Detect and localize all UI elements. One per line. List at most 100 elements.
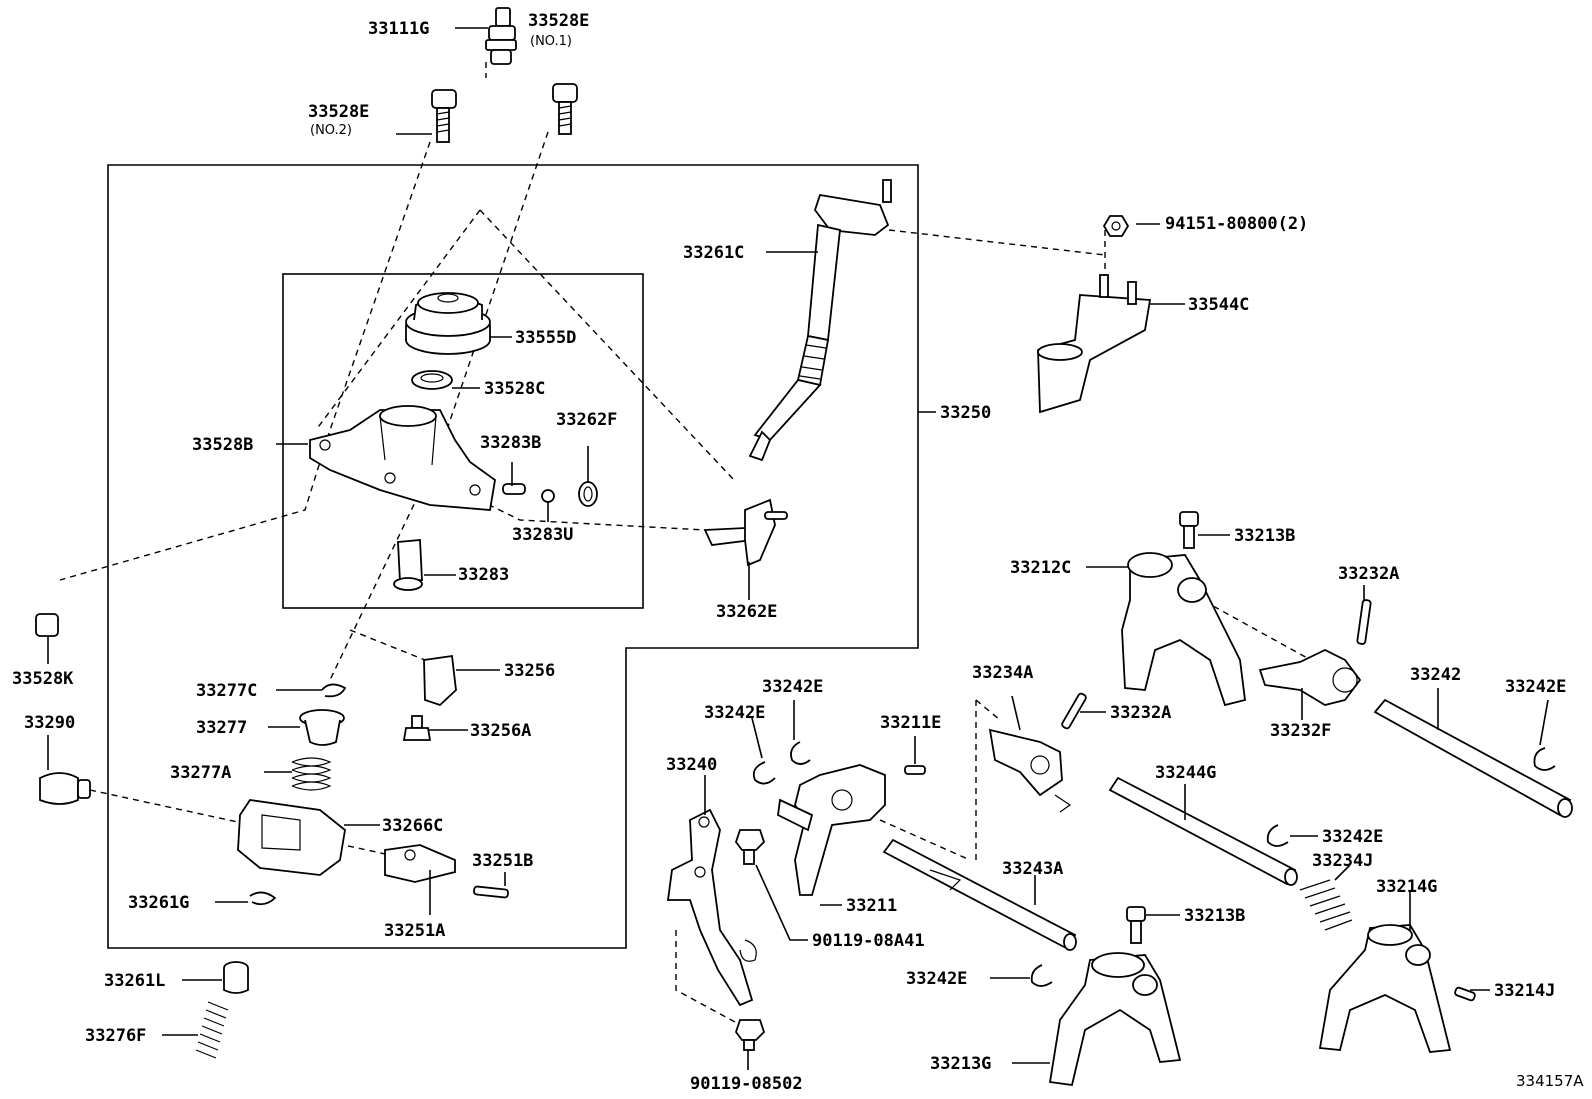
part-33211E: [904, 765, 926, 775]
label-33242E-c: 33242E: [1505, 677, 1566, 697]
label-33251A: 33251A: [384, 921, 445, 941]
part-33277C: [321, 683, 347, 698]
part-90119-08502: [734, 1019, 766, 1051]
label-33283U: 33283U: [512, 525, 573, 545]
part-33213B-bot: [1126, 906, 1146, 944]
label-90119-08502: 90119-08502: [690, 1074, 803, 1094]
label-33528E-no2: 33528E: [308, 102, 369, 122]
part-33214G: [1318, 924, 1452, 1053]
group-box-33250: [107, 164, 919, 949]
label-33232A-mid: 33232A: [1110, 703, 1171, 723]
label-33277C: 33277C: [196, 681, 257, 701]
part-33528E-no1: [552, 83, 578, 135]
part-33240: [666, 808, 757, 1007]
label-94151-80800: 94151-80800(2): [1165, 214, 1308, 234]
label-33234A: 33234A: [972, 663, 1033, 683]
label-33240: 33240: [666, 755, 717, 775]
label-33277: 33277: [196, 718, 247, 738]
part-33276F: [195, 1001, 229, 1059]
part-33256A: [402, 715, 432, 741]
label-33242: 33242: [1410, 665, 1461, 685]
label-33214G: 33214G: [1376, 877, 1437, 897]
label-33555D: 33555D: [515, 328, 576, 348]
part-33242E-e: [1030, 964, 1053, 987]
part-33283: [393, 539, 423, 591]
part-33528B: [309, 405, 496, 511]
part-33528E-no2: [431, 89, 457, 143]
label-33256: 33256: [504, 661, 555, 681]
part-33251B: [473, 885, 509, 899]
label-33528B: 33528B: [192, 435, 253, 455]
part-33232A-mid: [1061, 692, 1087, 730]
part-33242: [1373, 698, 1573, 818]
part-labels: 33111G 33528E (NO.1) 33528E (NO.2) 33261…: [12, 11, 1584, 1094]
part-33242E-d: [1266, 824, 1289, 847]
label-33242E-a: 33242E: [762, 677, 823, 697]
part-33211: [777, 764, 886, 896]
part-33244G: [1108, 776, 1298, 886]
label-33261G: 33261G: [128, 893, 189, 913]
label-33211: 33211: [846, 896, 897, 916]
part-33256: [423, 654, 457, 707]
label-33544C: 33544C: [1188, 295, 1249, 315]
label-33242E-e: 33242E: [906, 969, 967, 989]
label-33262E: 33262E: [716, 602, 777, 622]
part-33214J: [1454, 986, 1476, 1002]
label-33528E-no1: 33528E: [528, 11, 589, 31]
part-33242E-a: [752, 761, 776, 785]
label-33243A: 33243A: [1002, 859, 1063, 879]
part-33544C: [1037, 274, 1152, 414]
label-33528E-no2-sub: (NO.2): [310, 123, 352, 138]
part-33242E-c: [1533, 747, 1556, 771]
label-33213B-bot: 33213B: [1184, 906, 1245, 926]
part-33283U: [541, 489, 555, 503]
part-33212C: [1121, 552, 1246, 707]
part-33261C: [748, 179, 892, 462]
part-33555D: [405, 292, 491, 355]
label-33213B-top: 33213B: [1234, 526, 1295, 546]
label-33232F: 33232F: [1270, 721, 1331, 741]
label-33242E-d: 33242E: [1322, 827, 1383, 847]
label-33213G: 33213G: [930, 1054, 991, 1074]
part-33528C: [411, 370, 453, 390]
part-33277: [299, 709, 345, 746]
part-33290: [39, 772, 91, 805]
part-33262E: [703, 498, 788, 567]
part-33232A-top: [1356, 599, 1372, 645]
part-33528K: [35, 613, 59, 637]
label-33244G: 33244G: [1155, 763, 1216, 783]
label-33262F: 33262F: [556, 410, 617, 430]
label-33283: 33283: [458, 565, 509, 585]
label-33234J: 33234J: [1312, 851, 1373, 871]
part-33283B: [502, 483, 526, 495]
label-33242E-b: 33242E: [704, 703, 765, 723]
part-33251A: [384, 844, 456, 883]
leader-lines: [47, 27, 1549, 1070]
part-33234A: [988, 728, 1072, 813]
part-33213G: [1048, 952, 1182, 1087]
label-33266C: 33266C: [382, 816, 443, 836]
label-33528C: 33528C: [484, 379, 545, 399]
part-33213B-top: [1179, 511, 1199, 549]
label-33283B: 33283B: [480, 433, 541, 453]
label-33256A: 33256A: [470, 721, 531, 741]
label-33528K: 33528K: [12, 669, 74, 689]
part-90119-08A41: [734, 829, 766, 865]
label-33276F: 33276F: [85, 1026, 146, 1046]
part-33261L: [223, 961, 249, 994]
group-box-inner: [282, 273, 644, 609]
part-33242E-b: [790, 741, 811, 765]
label-90119-08A41: 90119-08A41: [812, 931, 925, 951]
label-33250: 33250: [940, 403, 991, 423]
diagram-ref-number: 334157A: [1516, 1072, 1584, 1090]
part-33266C: [237, 799, 346, 876]
label-33528E-no1-sub: (NO.1): [530, 34, 572, 49]
label-33232A-top: 33232A: [1338, 564, 1399, 584]
part-33262F: [578, 481, 598, 507]
label-33261L: 33261L: [104, 971, 165, 991]
label-33290: 33290: [24, 713, 75, 733]
part-33111G: [485, 7, 517, 65]
part-33277A: [291, 757, 332, 791]
